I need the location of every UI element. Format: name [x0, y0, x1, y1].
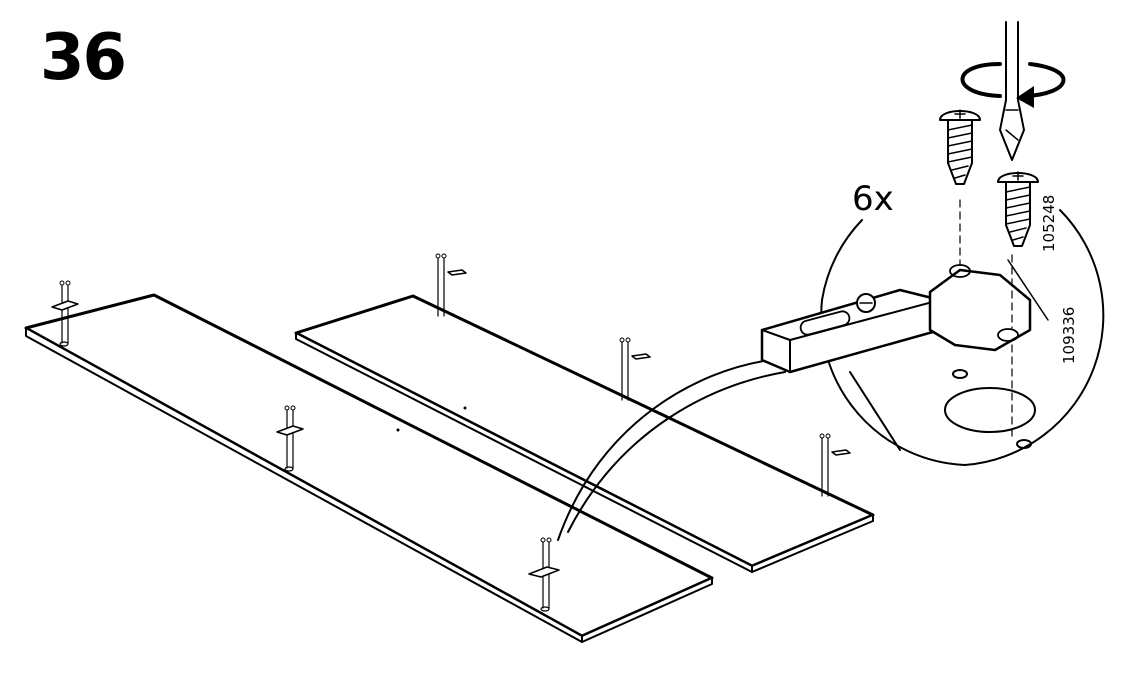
- hinge-marker: [619, 337, 651, 401]
- quantity-label: 6x: [852, 179, 894, 219]
- door-panel-left: [24, 293, 714, 643]
- hinge-marker: [435, 253, 467, 317]
- hinge-marker: [276, 405, 304, 472]
- hinge-marker: [528, 537, 560, 612]
- hinge-icon: [760, 199, 1049, 451]
- screw-icon: [997, 171, 1039, 247]
- door-panel-right: [294, 294, 875, 573]
- part-number-label: 105248: [1040, 194, 1058, 252]
- part-number-label: 109336: [1060, 306, 1078, 364]
- screw-icon: [939, 109, 981, 185]
- rotate-arrow-icon: [960, 62, 1066, 108]
- screwdriver-icon: [999, 21, 1025, 161]
- hinge-marker: [51, 280, 79, 347]
- step-number: 36: [40, 21, 127, 95]
- hinge-marker: [819, 433, 851, 497]
